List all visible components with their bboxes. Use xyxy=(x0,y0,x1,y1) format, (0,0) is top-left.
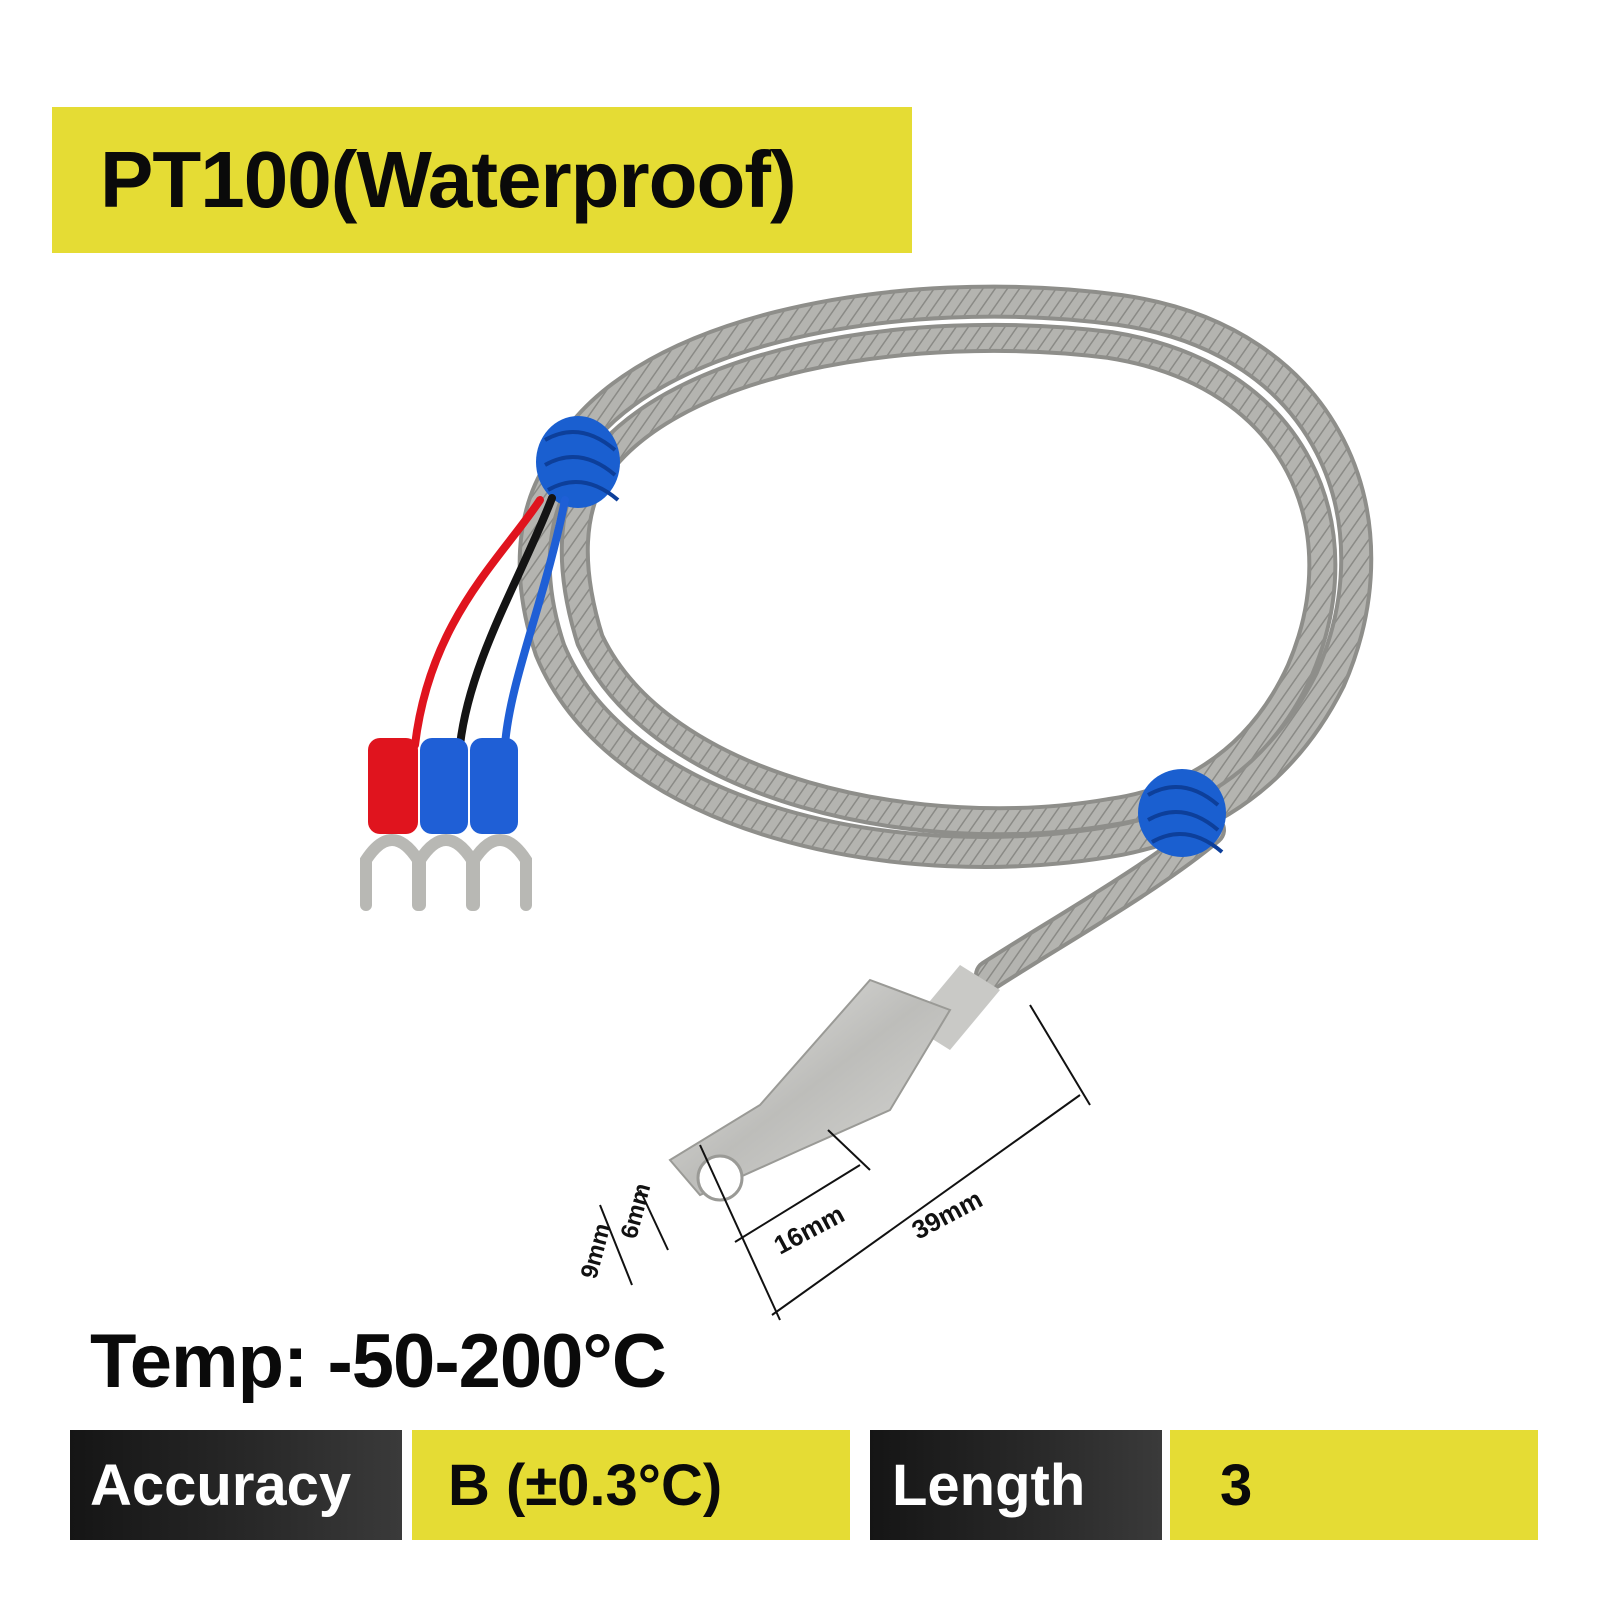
dimension-lines xyxy=(599,1004,1091,1321)
accuracy-label: Accuracy xyxy=(90,1452,352,1518)
accuracy-value-box: B (±0.3°C) xyxy=(412,1430,850,1540)
length-label-box: Length xyxy=(870,1430,1162,1540)
length-label: Length xyxy=(892,1452,1086,1518)
length-value-box: 3 xyxy=(1170,1430,1538,1540)
dim-probe-length: 39mm xyxy=(907,1184,987,1246)
temperature-range: Temp: -50-200°C xyxy=(90,1319,667,1404)
blue-wrap-top xyxy=(536,416,620,508)
accuracy-value: B (±0.3°C) xyxy=(448,1452,723,1518)
product-title: PT100(Waterproof) xyxy=(100,135,797,224)
lead-wires xyxy=(411,494,569,749)
length-value: 3 xyxy=(1220,1452,1253,1518)
title-banner: PT100(Waterproof) xyxy=(52,107,912,253)
accuracy-label-box: Accuracy xyxy=(70,1430,402,1540)
ring-lug-probe-icon xyxy=(668,965,1000,1202)
dim-lug-length: 16mm xyxy=(769,1199,849,1261)
braided-cable-icon xyxy=(517,284,1374,991)
blue-wrap-bottom xyxy=(1138,769,1226,857)
dim-lug-width: 9mm xyxy=(576,1220,617,1281)
spade-terminal-icon xyxy=(360,738,532,911)
